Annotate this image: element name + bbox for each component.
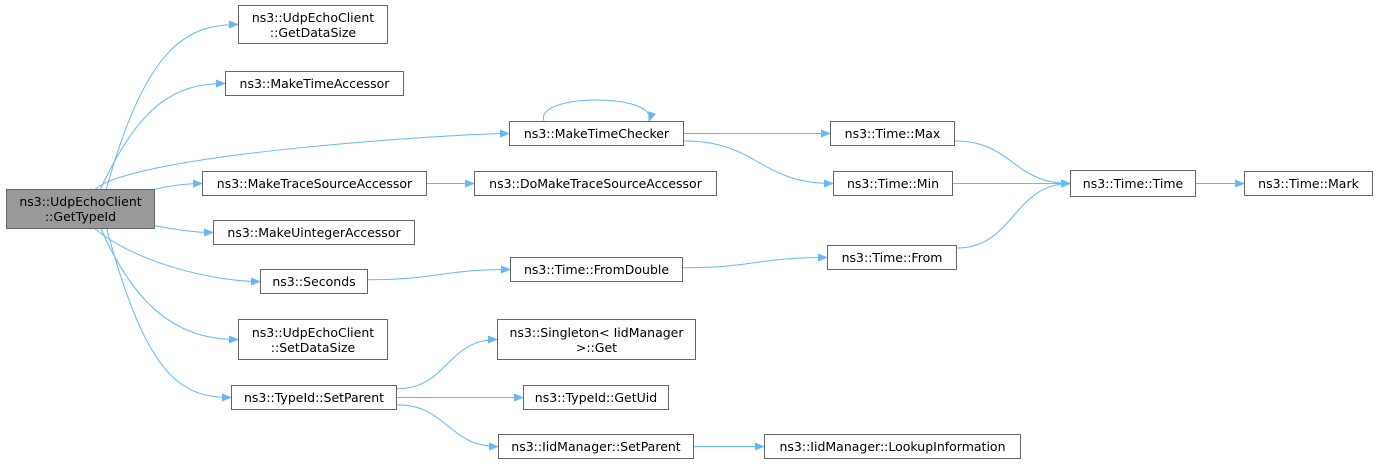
node-label-line: ns3::MakeUintegerAccessor	[227, 225, 401, 240]
node-label-line: ns3::IidManager::LookupInformation	[779, 439, 1006, 454]
edge-time-from-to-time-time	[956, 179, 1071, 249]
node-maketracesourceaccessor[interactable]: ns3::MakeTraceSourceAccessor	[202, 171, 427, 196]
node-makeuintegeraccessor[interactable]: ns3::MakeUintegerAccessor	[213, 220, 415, 245]
node-label-line: ::GetTypeId	[44, 209, 117, 224]
edge-root-to-maketimechecker	[95, 129, 510, 190]
node-time-max[interactable]: ns3::Time::Max	[830, 121, 955, 146]
node-time-time[interactable]: ns3::Time::Time	[1070, 170, 1196, 197]
node-label-line: ns3::IidManager::SetParent	[511, 439, 681, 454]
node-singleton-get[interactable]: ns3::Singleton< IidManager>::Get	[497, 319, 696, 360]
node-label-line: ns3::Time::FromDouble	[523, 262, 670, 277]
node-maketimeaccessor[interactable]: ns3::MakeTimeAccessor	[225, 71, 404, 96]
node-seconds[interactable]: ns3::Seconds	[260, 269, 368, 294]
node-label-line: ns3::MakeTimeChecker	[523, 126, 670, 141]
node-label-line: ns3::Time::Min	[846, 176, 939, 191]
node-typeid-setparent[interactable]: ns3::TypeId::SetParent	[231, 385, 397, 410]
node-label-line: ns3::MakeTraceSourceAccessor	[216, 176, 413, 191]
node-label-line: ::GetDataSize	[269, 24, 357, 40]
edge-maketimechecker-to-maketimechecker	[543, 99, 656, 122]
node-domaketracesourceaccessor[interactable]: ns3::DoMakeTraceSourceAccessor	[474, 171, 717, 196]
node-label-line: ns3::UdpEchoClient	[251, 9, 375, 25]
edge-seconds-to-time-fromdouble	[367, 265, 511, 281]
node-iidmanager-setparent[interactable]: ns3::IidManager::SetParent	[498, 434, 694, 459]
node-label-line: >::Get	[575, 339, 618, 355]
edge-root-to-getdatasize	[105, 20, 239, 190]
node-label-line: ns3::UdpEchoClient	[19, 194, 142, 209]
node-label-line: ns3::Time::Time	[1082, 176, 1184, 191]
node-label-line: ns3::Time::Max	[844, 126, 941, 141]
node-time-from[interactable]: ns3::Time::From	[827, 245, 957, 270]
node-iidmanager-lookupinformation[interactable]: ns3::IidManager::LookupInformation	[764, 434, 1021, 459]
node-time-min[interactable]: ns3::Time::Min	[833, 171, 953, 196]
node-typeid-getuid[interactable]: ns3::TypeId::GetUid	[523, 385, 669, 410]
edge-typeid-setparent-to-iidmanager-setparent	[396, 404, 499, 451]
edge-time-max-to-time-time	[954, 140, 1071, 188]
node-label-line: ns3::Time::From	[841, 250, 943, 265]
node-label-line: ns3::Seconds	[272, 274, 356, 289]
node-label-line: ns3::UdpEchoClient	[251, 324, 375, 340]
node-time-mark[interactable]: ns3::Time::Mark	[1244, 171, 1373, 196]
edge-root-to-setdatasize	[100, 228, 239, 344]
node-label-line: ns3::TypeId::SetParent	[243, 390, 385, 405]
edge-root-to-typeid-setparent	[106, 228, 232, 402]
node-label-line: ns3::TypeId::GetUid	[534, 390, 658, 405]
node-label-line: ns3::MakeTimeAccessor	[239, 76, 390, 91]
edge-maketimechecker-to-time-min	[683, 140, 834, 188]
node-setdatasize[interactable]: ns3::UdpEchoClient::SetDataSize	[238, 319, 388, 360]
edge-root-to-seconds	[94, 228, 261, 286]
edge-time-fromdouble-to-time-from	[682, 253, 828, 269]
node-label-line: ns3::Time::Mark	[1258, 176, 1359, 191]
edge-root-to-maketimeaccessor	[100, 79, 226, 190]
node-maketimechecker[interactable]: ns3::MakeTimeChecker	[509, 121, 684, 146]
node-getdatasize[interactable]: ns3::UdpEchoClient::GetDataSize	[238, 5, 388, 44]
node-time-fromdouble[interactable]: ns3::Time::FromDouble	[510, 257, 683, 282]
node-root: ns3::UdpEchoClient::GetTypeId	[6, 189, 155, 229]
edge-typeid-setparent-to-singleton-get	[396, 335, 498, 390]
node-label-line: ns3::DoMakeTraceSourceAccessor	[489, 176, 702, 191]
node-label-line: ::SetDataSize	[270, 339, 356, 355]
node-label-line: ns3::Singleton< IidManager	[509, 324, 684, 340]
